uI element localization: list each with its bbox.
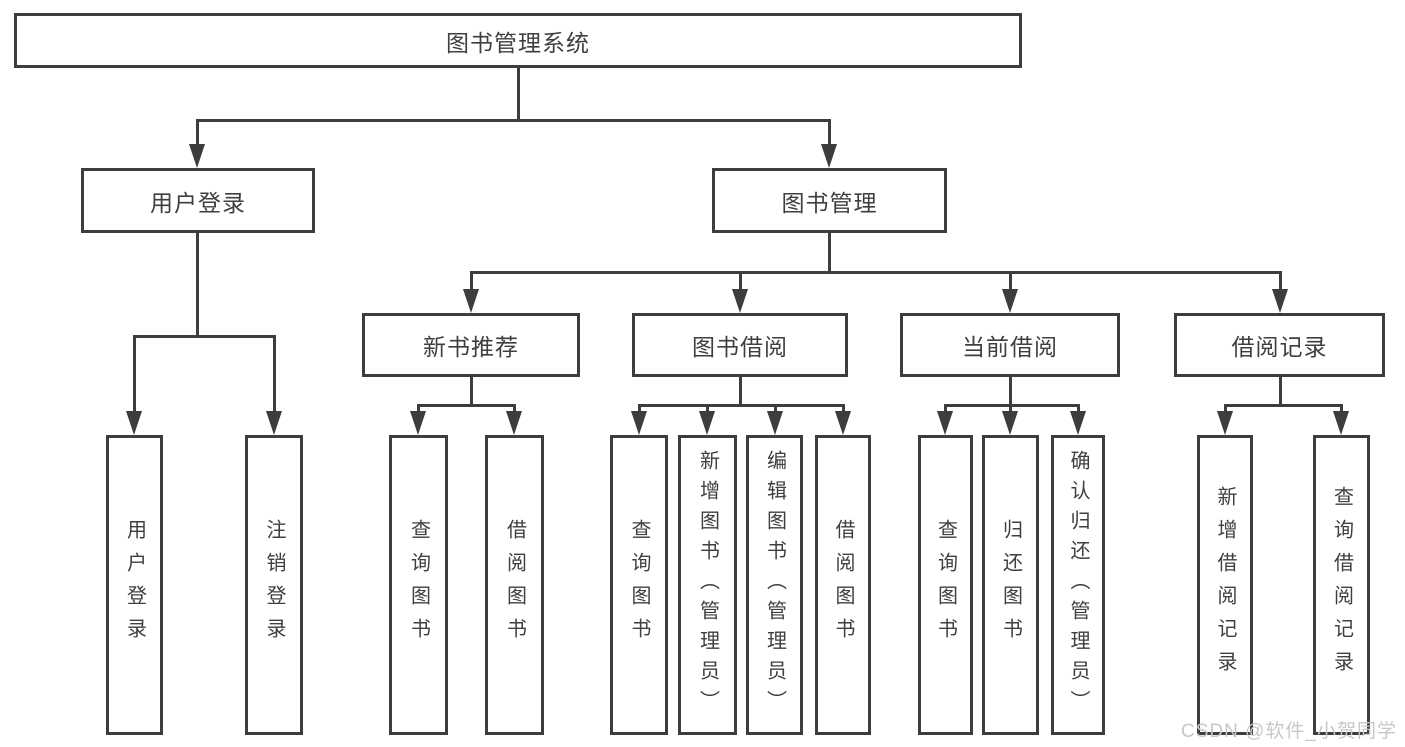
node-return-book: 归还图书 xyxy=(982,435,1039,735)
arrowhead-down-icon xyxy=(1002,289,1018,313)
arrowhead-down-icon xyxy=(937,411,953,435)
node-label: 新增借阅记录 xyxy=(1214,486,1236,684)
node-label: 编辑图书（管理员） xyxy=(763,450,786,720)
node-root: 图书管理系统 xyxy=(14,13,1022,68)
connector-vertical-line xyxy=(1008,377,1012,406)
node-logout-leaf: 注销登录 xyxy=(245,435,303,735)
connector-vertical-line xyxy=(738,377,742,406)
arrow-shaft xyxy=(738,272,742,295)
connector-horizontal-line xyxy=(469,270,1282,274)
arrow-shaft xyxy=(1278,272,1282,295)
connector-horizontal-line xyxy=(195,118,831,122)
node-add-book-admin: 新增图书（管理员） xyxy=(678,435,737,735)
node-user-login-leaf: 用户登录 xyxy=(106,435,163,735)
node-label: 查询图书 xyxy=(407,519,430,651)
arrow-shaft xyxy=(195,120,199,150)
node-borrow-books-rec: 借阅图书 xyxy=(485,435,544,735)
connector-horizontal-line xyxy=(132,334,276,338)
node-label: 查询图书 xyxy=(628,519,650,651)
connector-horizontal-line xyxy=(637,403,845,407)
arrowhead-down-icon xyxy=(266,411,282,435)
arrowhead-down-icon xyxy=(699,411,715,435)
node-label: 注销登录 xyxy=(263,519,285,651)
node-label: 新增图书（管理员） xyxy=(696,450,719,720)
arrowhead-down-icon xyxy=(463,289,479,313)
arrow-shaft xyxy=(1008,272,1012,295)
connector-vertical-line xyxy=(469,377,473,406)
node-confirm-return-admin: 确认归还（管理员） xyxy=(1051,435,1105,735)
arrowhead-down-icon xyxy=(732,289,748,313)
node-query-books-current: 查询图书 xyxy=(918,435,973,735)
arrowhead-down-icon xyxy=(821,144,837,168)
arrow-shaft xyxy=(827,120,831,150)
connector-horizontal-line xyxy=(416,403,516,407)
connector-vertical-line xyxy=(827,233,831,273)
node-query-books-borrow: 查询图书 xyxy=(610,435,668,735)
node-label: 借阅图书 xyxy=(832,519,854,651)
arrowhead-down-icon xyxy=(410,411,426,435)
arrowhead-down-icon xyxy=(631,411,647,435)
node-borrow-books-leaf: 借阅图书 xyxy=(815,435,871,735)
node-current-borrow: 当前借阅 xyxy=(900,313,1120,377)
node-label: 归还图书 xyxy=(999,519,1022,651)
arrowhead-down-icon xyxy=(1217,411,1233,435)
connector-horizontal-line xyxy=(1223,403,1343,407)
node-label: 借阅图书 xyxy=(503,519,526,651)
connector-vertical-line xyxy=(516,68,520,121)
node-label: 用户登录 xyxy=(123,519,146,651)
arrowhead-down-icon xyxy=(1002,411,1018,435)
node-query-books-rec: 查询图书 xyxy=(389,435,448,735)
arrowhead-down-icon xyxy=(1333,411,1349,435)
arrowhead-down-icon xyxy=(506,411,522,435)
node-label: 查询图书 xyxy=(934,519,957,651)
connector-vertical-line xyxy=(195,233,199,337)
node-query-borrow-record: 查询借阅记录 xyxy=(1313,435,1370,735)
arrowhead-down-icon xyxy=(767,411,783,435)
node-user-login: 用户登录 xyxy=(81,168,315,233)
node-label: 查询借阅记录 xyxy=(1330,486,1353,684)
arrowhead-down-icon xyxy=(126,411,142,435)
node-edit-book-admin: 编辑图书（管理员） xyxy=(746,435,803,735)
arrowhead-down-icon xyxy=(835,411,851,435)
arrowhead-down-icon xyxy=(1070,411,1086,435)
connector-vertical-line xyxy=(1278,377,1282,406)
node-borrow-records: 借阅记录 xyxy=(1174,313,1385,377)
arrow-shaft xyxy=(272,336,276,417)
node-label: 确认归还（管理员） xyxy=(1067,450,1089,720)
node-new-book-rec: 新书推荐 xyxy=(362,313,580,377)
arrow-shaft xyxy=(132,336,136,417)
node-book-borrow: 图书借阅 xyxy=(632,313,848,377)
connector-horizontal-line xyxy=(943,403,1080,407)
arrowhead-down-icon xyxy=(189,144,205,168)
node-add-borrow-record: 新增借阅记录 xyxy=(1197,435,1253,735)
watermark: CSDN @软件_小贺同学 xyxy=(1181,721,1397,742)
node-book-mgmt: 图书管理 xyxy=(712,168,947,233)
arrowhead-down-icon xyxy=(1272,289,1288,313)
arrow-shaft xyxy=(469,272,473,295)
